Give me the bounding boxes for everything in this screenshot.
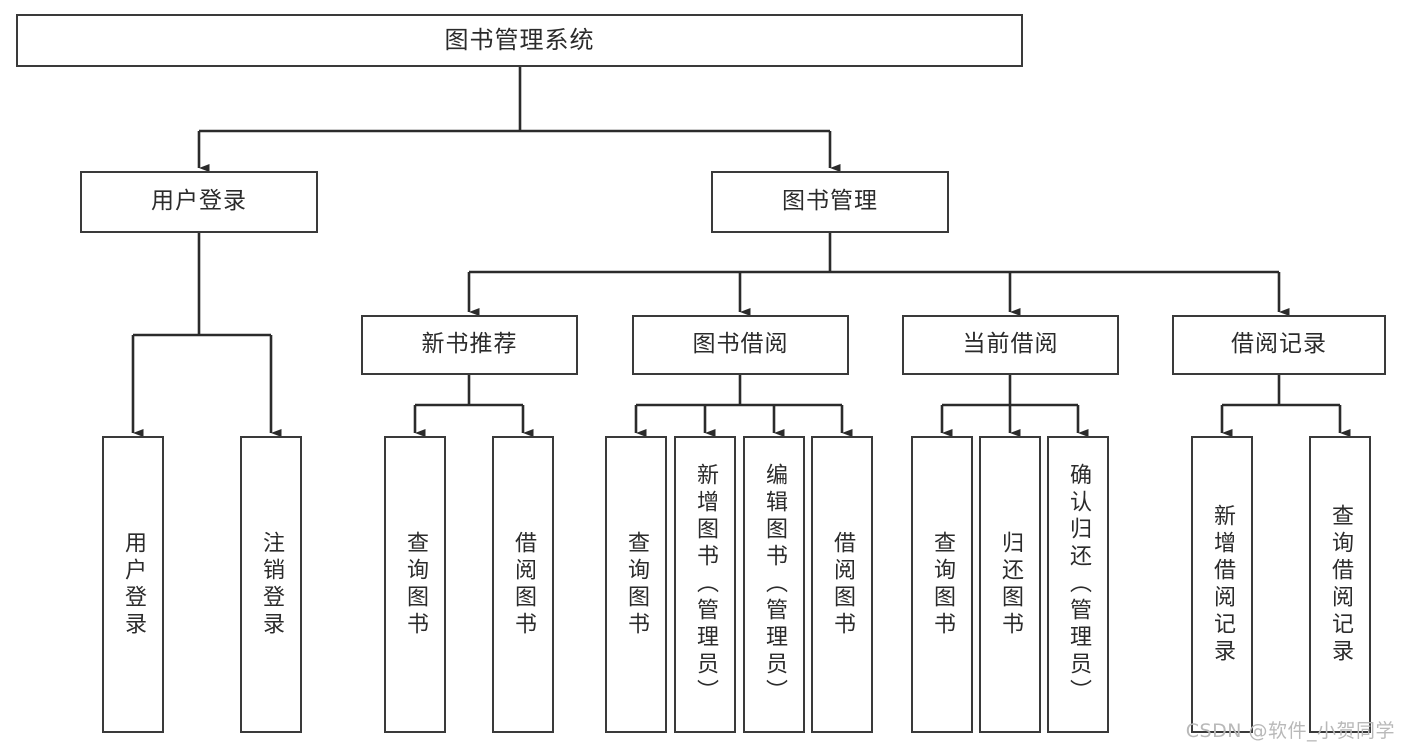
node-leaf-query-record[interactable]: 查询借阅记录 (1309, 436, 1371, 733)
node-borrow-record-label: 借阅记录 (1231, 331, 1327, 358)
csdn-watermark: CSDN @软件_小贺同学 (1185, 720, 1395, 742)
node-leaf-add-book[interactable]: 新增图书（管理员） (674, 436, 736, 733)
node-book-borrow-label: 图书借阅 (692, 331, 789, 358)
node-leaf-query-book-1[interactable]: 查询图书 (384, 436, 446, 733)
node-leaf-add-record-label: 新增借阅记录 (1210, 503, 1235, 666)
node-leaf-query-record-label: 查询借阅记录 (1328, 503, 1353, 666)
node-leaf-user-logout-label: 注销登录 (259, 530, 284, 639)
node-user-login-label: 用户登录 (151, 188, 247, 215)
node-leaf-add-record[interactable]: 新增借阅记录 (1191, 436, 1253, 733)
node-leaf-query-book-2-label: 查询图书 (624, 530, 649, 639)
node-new-book-recommend[interactable]: 新书推荐 (361, 315, 578, 375)
node-leaf-edit-book[interactable]: 编辑图书（管理员） (743, 436, 805, 733)
node-leaf-query-book-2[interactable]: 查询图书 (605, 436, 667, 733)
node-leaf-query-book-3[interactable]: 查询图书 (911, 436, 973, 733)
node-leaf-borrow-book-1[interactable]: 借阅图书 (492, 436, 554, 733)
node-borrow-record[interactable]: 借阅记录 (1172, 315, 1386, 375)
node-current-borrow-label: 当前借阅 (962, 331, 1059, 358)
node-leaf-borrow-book-2-label: 借阅图书 (830, 530, 855, 639)
node-leaf-confirm-return[interactable]: 确认归还（管理员） (1047, 436, 1109, 733)
node-leaf-confirm-return-label: 确认归还（管理员） (1066, 463, 1091, 706)
node-leaf-return-book[interactable]: 归还图书 (979, 436, 1041, 733)
node-leaf-borrow-book-1-label: 借阅图书 (511, 530, 536, 639)
node-leaf-borrow-book-2[interactable]: 借阅图书 (811, 436, 873, 733)
node-leaf-query-book-1-label: 查询图书 (403, 530, 428, 639)
node-root[interactable]: 图书管理系统 (16, 14, 1023, 67)
node-leaf-add-book-label: 新增图书（管理员） (693, 463, 718, 706)
node-leaf-user-login-label: 用户登录 (121, 530, 146, 639)
node-leaf-return-book-label: 归还图书 (998, 530, 1023, 639)
node-leaf-user-login[interactable]: 用户登录 (102, 436, 164, 733)
node-root-label: 图书管理系统 (444, 26, 595, 55)
node-leaf-edit-book-label: 编辑图书（管理员） (762, 463, 787, 706)
node-book-manage-label: 图书管理 (782, 188, 878, 215)
node-current-borrow[interactable]: 当前借阅 (902, 315, 1119, 375)
node-new-book-recommend-label: 新书推荐 (421, 331, 518, 358)
node-leaf-user-logout[interactable]: 注销登录 (240, 436, 302, 733)
node-book-manage[interactable]: 图书管理 (711, 171, 949, 233)
node-user-login[interactable]: 用户登录 (80, 171, 318, 233)
node-book-borrow[interactable]: 图书借阅 (632, 315, 849, 375)
node-leaf-query-book-3-label: 查询图书 (930, 530, 955, 639)
